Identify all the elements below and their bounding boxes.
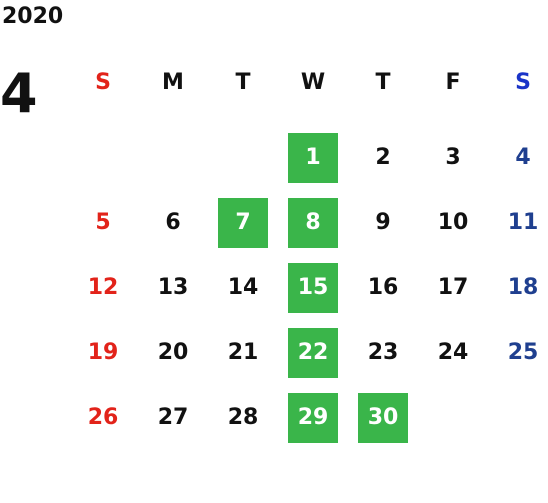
calendar-year: 2020 — [2, 4, 64, 29]
day-cell[interactable]: 5 — [68, 190, 138, 255]
day-cell[interactable]: 8 — [278, 190, 348, 255]
day-cell[interactable]: 7 — [208, 190, 278, 255]
day-cell[interactable]: 25 — [488, 320, 548, 385]
day-cell[interactable]: 18 — [488, 255, 548, 320]
day-cell[interactable]: 29 — [278, 385, 348, 450]
weekday-header-tuesday: T — [235, 69, 251, 95]
day-cell[interactable]: 4 — [488, 125, 548, 190]
day-number: 8 — [288, 197, 338, 248]
weekday-header-saturday: S — [515, 69, 531, 95]
day-cell[interactable]: 12 — [68, 255, 138, 320]
day-cell[interactable]: 27 — [138, 385, 208, 450]
day-cell[interactable]: 28 — [208, 385, 278, 450]
day-number: 3 — [445, 145, 461, 170]
day-number: 25 — [507, 340, 539, 365]
day-number: 1 — [288, 132, 338, 183]
day-number: 14 — [227, 275, 259, 300]
empty-day-cell — [488, 385, 548, 450]
day-number: 24 — [437, 340, 469, 365]
day-number: 16 — [367, 275, 399, 300]
day-number: 20 — [157, 340, 189, 365]
day-cell[interactable]: 19 — [68, 320, 138, 385]
day-number — [498, 393, 548, 443]
day-cell[interactable]: 9 — [348, 190, 418, 255]
day-number — [218, 133, 268, 183]
day-cell[interactable]: 24 — [418, 320, 488, 385]
day-number: 5 — [95, 210, 111, 235]
day-cell[interactable]: 1 — [278, 125, 348, 190]
empty-day-cell — [208, 125, 278, 190]
day-number — [148, 133, 198, 183]
day-number: 22 — [288, 327, 338, 378]
day-number — [428, 393, 478, 443]
day-number: 13 — [157, 275, 189, 300]
day-cell[interactable]: 16 — [348, 255, 418, 320]
day-number: 2 — [375, 145, 391, 170]
day-cell[interactable]: 23 — [348, 320, 418, 385]
day-number: 10 — [437, 210, 469, 235]
day-cell[interactable]: 26 — [68, 385, 138, 450]
day-cell[interactable]: 2 — [348, 125, 418, 190]
day-number: 26 — [87, 405, 119, 430]
day-cell[interactable]: 22 — [278, 320, 348, 385]
day-cell[interactable]: 30 — [348, 385, 418, 450]
day-cell[interactable]: 13 — [138, 255, 208, 320]
day-cell[interactable]: 11 — [488, 190, 548, 255]
empty-day-cell — [418, 385, 488, 450]
weekday-header-thursday: T — [375, 69, 391, 95]
day-cell[interactable]: 15 — [278, 255, 348, 320]
day-cell[interactable]: 6 — [138, 190, 208, 255]
day-number: 17 — [437, 275, 469, 300]
day-cell[interactable]: 14 — [208, 255, 278, 320]
day-number: 7 — [218, 197, 268, 248]
day-number: 9 — [375, 210, 391, 235]
day-number: 27 — [157, 405, 189, 430]
weekday-header-sunday: S — [95, 69, 111, 95]
weekday-header-monday: M — [162, 69, 184, 95]
day-cell[interactable]: 17 — [418, 255, 488, 320]
day-cell[interactable]: 20 — [138, 320, 208, 385]
day-cell[interactable]: 3 — [418, 125, 488, 190]
day-number: 15 — [288, 262, 338, 313]
weekday-header-friday: F — [445, 69, 461, 95]
day-number: 11 — [507, 210, 539, 235]
day-cell[interactable]: 21 — [208, 320, 278, 385]
day-cell[interactable]: 10 — [418, 190, 488, 255]
day-number: 6 — [165, 210, 181, 235]
weekday-header-wednesday: W — [300, 69, 326, 95]
day-number: 4 — [515, 145, 531, 170]
day-number: 30 — [358, 392, 408, 443]
day-number: 28 — [227, 405, 259, 430]
day-number — [78, 133, 128, 183]
day-number: 29 — [288, 392, 338, 443]
day-number: 21 — [227, 340, 259, 365]
day-number: 12 — [87, 275, 119, 300]
empty-day-cell — [138, 125, 208, 190]
day-number: 19 — [87, 340, 119, 365]
day-number: 18 — [507, 275, 539, 300]
empty-day-cell — [68, 125, 138, 190]
day-number: 23 — [367, 340, 399, 365]
calendar-month: 4 — [0, 62, 38, 125]
